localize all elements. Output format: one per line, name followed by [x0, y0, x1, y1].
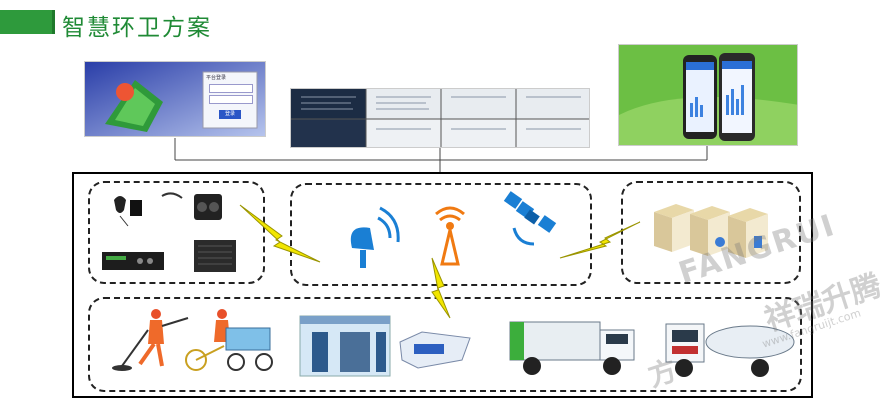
gps-tracker-icon	[114, 196, 142, 227]
sanitation-assets-group	[88, 297, 802, 392]
page-title: 智慧环卫方案	[62, 15, 212, 41]
sanitation-assets-graphic	[112, 309, 795, 377]
compactor-truck-icon	[509, 321, 635, 375]
video-wall	[290, 88, 590, 148]
communication-icons	[350, 191, 557, 268]
document-icon	[754, 236, 762, 248]
tricycle-cart-icon	[185, 309, 273, 371]
login-username-field	[209, 84, 253, 93]
server-group	[621, 181, 801, 284]
login-password-field	[209, 95, 253, 104]
mdvr-recorder-icon	[102, 252, 164, 270]
mobile-app-screen	[618, 44, 798, 146]
lightning-bolt-icon	[239, 204, 321, 263]
public-toilet-icon	[299, 315, 391, 377]
server-icon	[690, 206, 730, 256]
sprinkler-truck-icon	[665, 323, 795, 377]
garbage-transfer-station-icon	[399, 331, 471, 369]
satellite-dish-icon	[350, 206, 400, 268]
user-icon	[715, 237, 725, 247]
mobile-app-graphic	[619, 45, 797, 145]
system-frame	[72, 172, 813, 398]
street-sweeper-worker-icon	[112, 309, 189, 371]
login-screen: 平台登录 登录	[84, 61, 266, 137]
terminal-devices-graphic	[102, 192, 236, 272]
lightning-bolt-icon	[559, 221, 641, 259]
server-icon	[654, 204, 694, 252]
login-button: 登录	[219, 110, 241, 119]
login-panel-header: 平台登录	[206, 75, 227, 81]
title-accent-bar	[0, 10, 55, 34]
terminal-devices-group	[88, 181, 265, 284]
camera-icon	[161, 192, 222, 220]
satellite-icon	[503, 191, 557, 246]
control-box-icon	[194, 240, 236, 272]
signal-tower-icon	[435, 206, 465, 266]
lightning-bolt-icon	[431, 257, 451, 319]
video-wall-graphic	[291, 89, 589, 147]
server-cluster-graphic	[654, 204, 768, 258]
